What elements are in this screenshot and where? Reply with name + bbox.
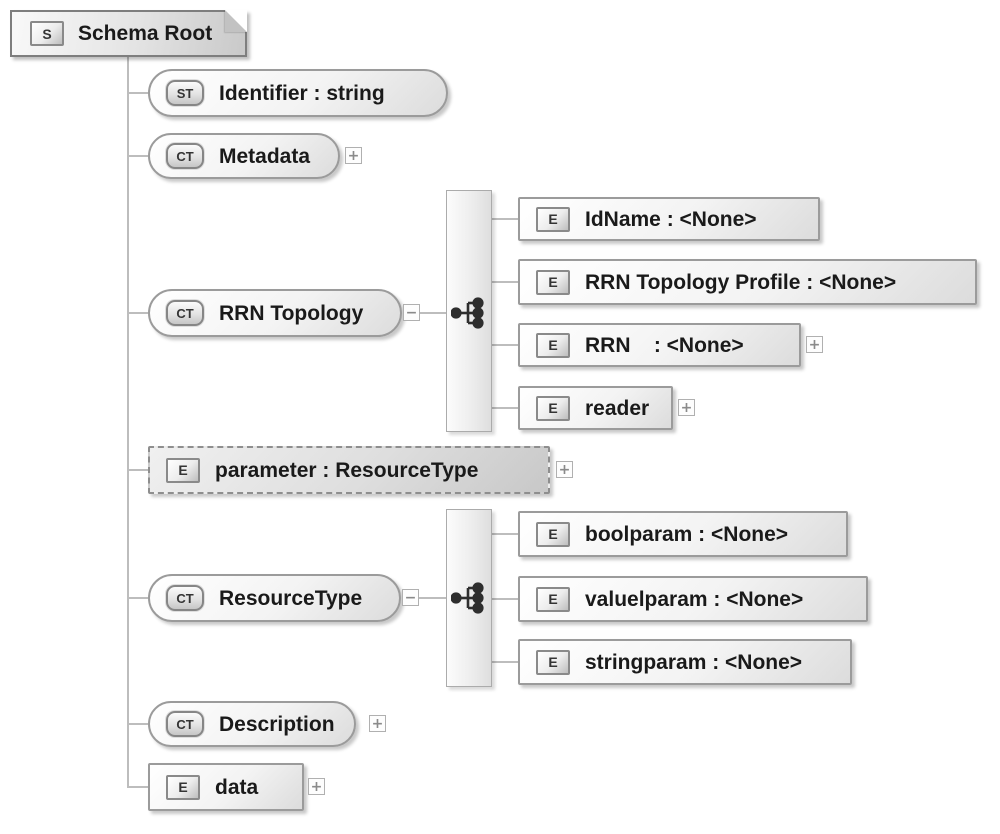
sequence-compositor-icon[interactable] [451,296,487,330]
node-label: parameter : ResourceType [215,458,479,482]
connector-branch [492,281,518,283]
node-resource-type[interactable]: CT ResourceType [148,574,401,622]
node-identifier[interactable]: ST Identifier : string [148,69,448,117]
connector-branch [127,155,148,157]
node-data[interactable]: E data [148,763,304,811]
connector-branch [127,723,148,725]
connector-to-sequence [419,597,446,599]
node-parameter[interactable]: E parameter : ResourceType [148,446,550,494]
schema-icon: S [30,21,64,46]
node-label: RRN : <None> [585,333,744,357]
expander-rrn[interactable]: + [806,336,823,353]
connector-trunk [127,57,129,788]
node-boolparam[interactable]: E boolparam : <None> [518,511,848,557]
connector-branch [127,469,148,471]
simple-type-icon: ST [166,80,204,106]
connector-branch [492,218,518,220]
node-label: data [215,775,259,799]
node-label: boolparam : <None> [585,522,789,546]
node-label: Description [219,712,335,736]
collapse-toggle-rrn-topology[interactable]: − [403,304,420,321]
sequence-compositor-icon[interactable] [451,581,487,615]
connector-branch [127,312,148,314]
node-valuelparam[interactable]: E valuelparam : <None> [518,576,868,622]
node-rrn-topology-profile[interactable]: E RRN Topology Profile : <None> [518,259,977,305]
node-stringparam[interactable]: E stringparam : <None> [518,639,852,685]
connector-branch [127,786,148,788]
element-icon: E [166,774,200,800]
node-label: RRN Topology Profile : <None> [585,270,897,294]
complex-type-icon: CT [166,300,204,326]
element-icon: E [536,395,570,421]
node-label: ResourceType [219,586,363,610]
connector-branch [492,661,518,663]
connector-branch [492,407,518,409]
element-icon: E [536,521,570,547]
connector-branch [492,598,518,600]
element-icon: E [166,457,200,483]
expander-parameter[interactable]: + [556,461,573,478]
node-reader[interactable]: E reader [518,386,673,430]
connector-branch [492,533,518,535]
node-rrn[interactable]: E RRN : <None> [518,323,801,367]
element-icon: E [536,649,570,675]
element-icon: E [536,269,570,295]
element-icon: E [536,332,570,358]
element-icon: E [536,206,570,232]
node-label: Schema Root [78,22,213,45]
expander-reader[interactable]: + [678,399,695,416]
node-label: RRN Topology [219,301,364,325]
node-label: Identifier : string [219,81,385,105]
element-icon: E [536,586,570,612]
node-idname[interactable]: E IdName : <None> [518,197,820,241]
node-rrn-topology[interactable]: CT RRN Topology [148,289,402,337]
complex-type-icon: CT [166,585,204,611]
node-metadata[interactable]: CT Metadata [148,133,340,179]
complex-type-icon: CT [166,711,204,737]
node-label: reader [585,396,650,420]
node-label: valuelparam : <None> [585,587,804,611]
expander-description[interactable]: + [369,715,386,732]
complex-type-icon: CT [166,143,204,169]
node-label: IdName : <None> [585,207,757,231]
connector-branch [492,344,518,346]
collapse-toggle-resource-type[interactable]: − [402,589,419,606]
expander-metadata[interactable]: + [345,147,362,164]
connector-branch [127,597,148,599]
node-label: stringparam : <None> [585,650,803,674]
expander-data[interactable]: + [308,778,325,795]
node-label: Metadata [219,144,311,168]
connector-to-sequence [420,312,446,314]
node-description[interactable]: CT Description [148,701,356,747]
node-schema-root[interactable]: S Schema Root [10,10,247,57]
connector-branch [127,92,148,94]
